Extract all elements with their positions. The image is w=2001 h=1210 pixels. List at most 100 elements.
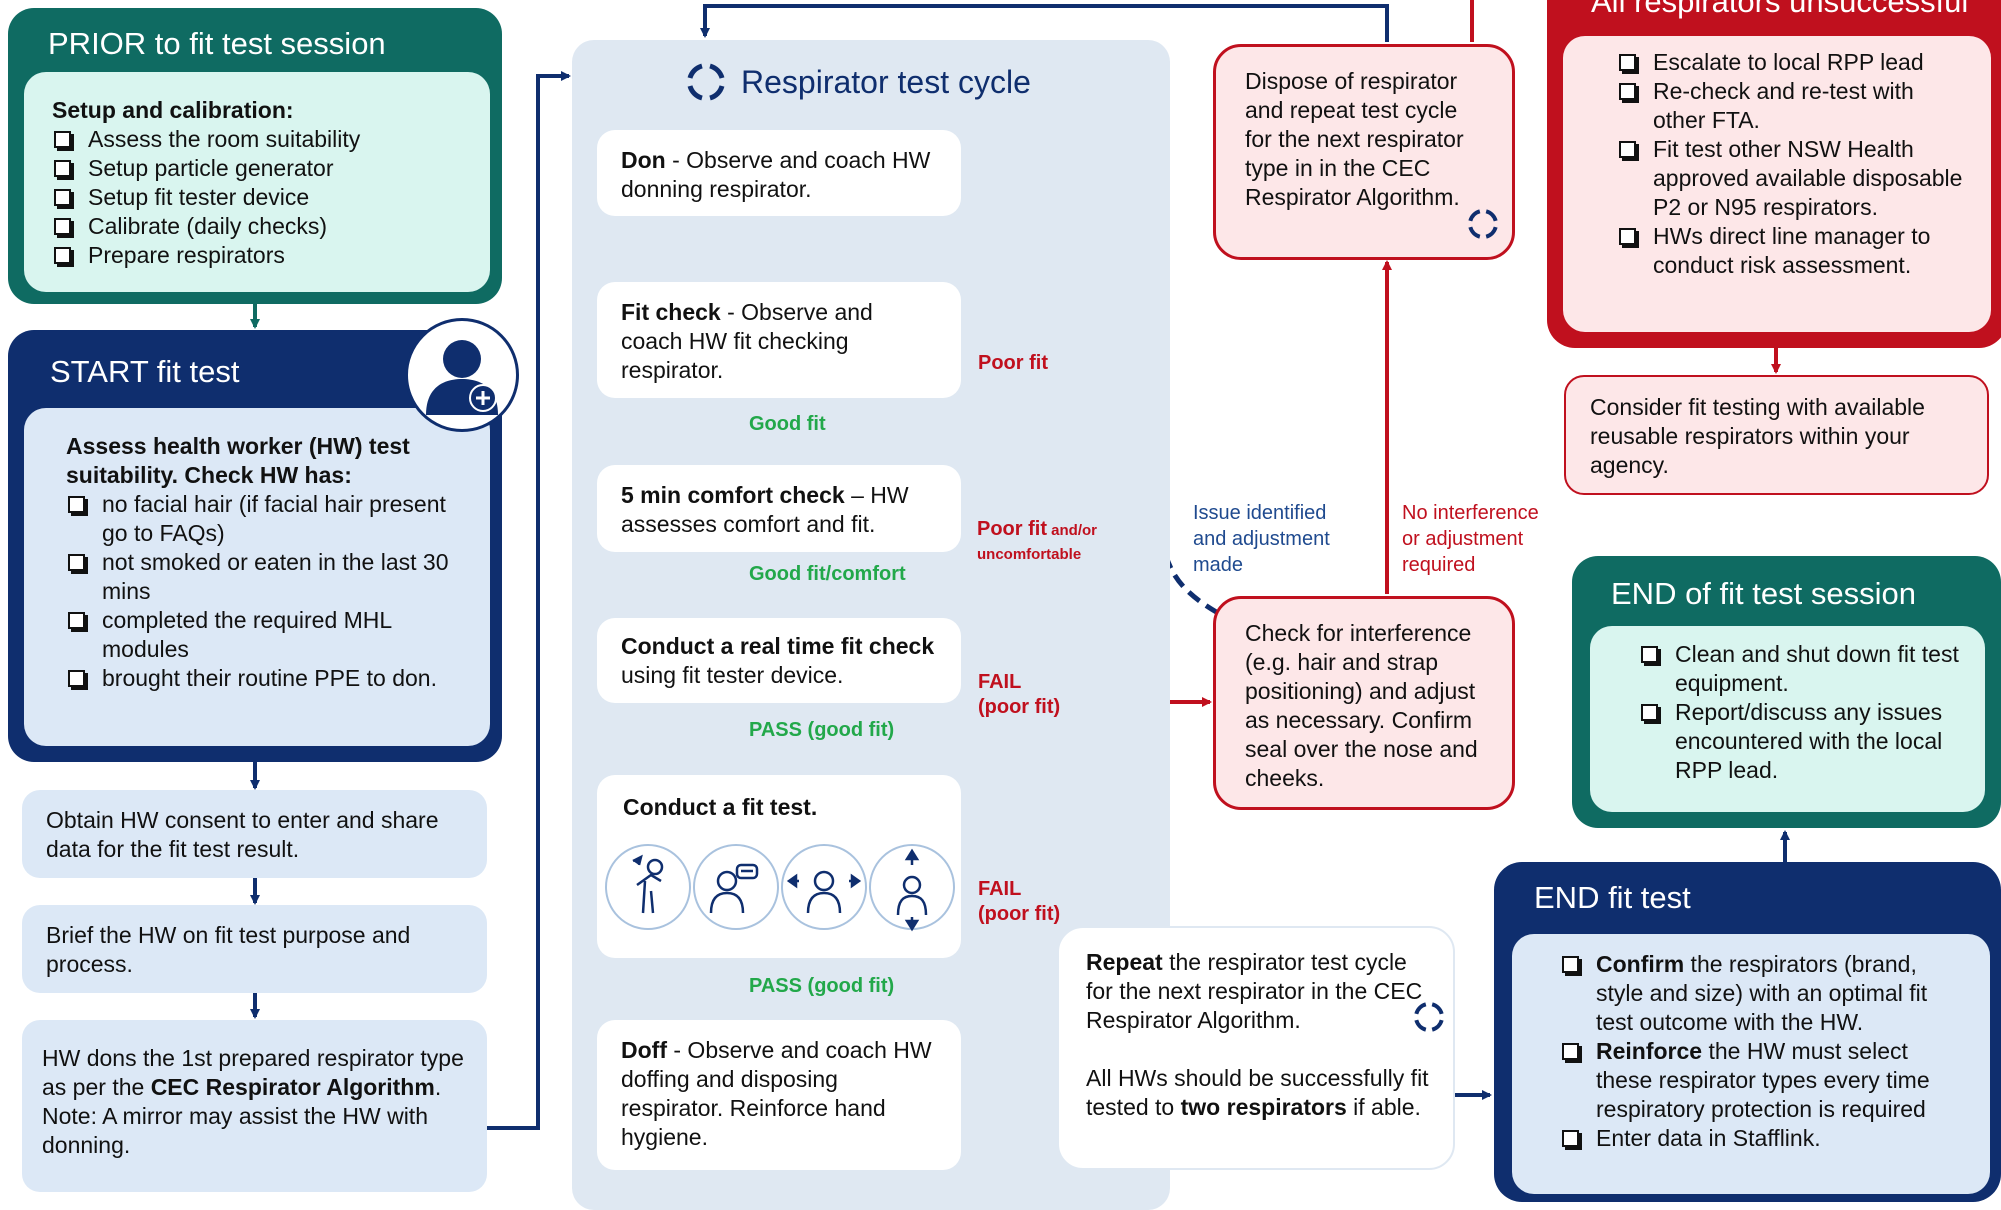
prior-subtitle: Setup and calibration: [52,97,294,123]
end-fit-inner: Confirm the respirators (brand, style an… [1512,934,1990,1194]
label-good-fit: Good fit [749,413,826,435]
checklist-item: not smoked or eaten in the last 30 mins [66,548,460,606]
realtime-bold: Conduct a real time fit check [621,633,935,659]
dons-text-post: . Note: A mirror may assist the HW with … [42,1074,442,1158]
checklist-item: Setup particle generator [52,154,462,183]
checklist-item: Reinforce the HW must select these respi… [1560,1037,1970,1124]
checklist-item: Calibrate (daily checks) [52,212,462,241]
dons-box: HW dons the 1st prepared respirator type… [22,1020,487,1192]
confirm-text: the respirators (brand, style and size) … [1596,951,1928,1035]
unsuccessful-checklist: Escalate to local RPP lead Re-check and … [1617,48,1967,280]
label-pass-1: PASS (good fit) [749,719,895,741]
label-issue-identified: Issue identified and adjustment made [1193,502,1330,576]
start-heading: Assess health worker (HW) test suitabili… [66,433,410,488]
doff-box: Doff - Observe and coach HW doffing and … [597,1020,961,1170]
checklist-item: brought their routine PPE to don. [66,664,460,693]
repeat-bold: Repeat [1086,949,1163,975]
checklist-item: Prepare respirators [52,241,462,270]
unsuccessful-title: All respirators unsuccessful [1591,0,1969,19]
checklist-item: Re-check and re-test with other FTA. [1617,77,1967,135]
and-or-text: and/or [1047,522,1098,539]
label-no-interference: No interference or adjustment required [1402,502,1539,576]
reinforce-bold: Reinforce [1596,1038,1703,1064]
end-fit-title: END fit test [1534,880,1691,915]
prior-checklist: Assess the room suitability Setup partic… [52,125,462,270]
consent-text: Obtain HW consent to enter and share dat… [46,807,439,862]
unsuccessful-inner: Escalate to local RPP lead Re-check and … [1563,36,1991,332]
checklist-item: Escalate to local RPP lead [1617,48,1967,77]
checklist-item: Confirm the respirators (brand, style an… [1560,950,1970,1037]
label-fail-1: FAIL(poor fit) [978,670,1060,720]
doff-text: - Observe and coach HW doffing and dispo… [621,1037,932,1150]
uncomfortable-text: uncomfortable [977,546,1082,563]
checklist-item: Report/discuss any issues encountered wi… [1639,698,1965,785]
repeat-line-1: Repeat the respirator test cycle for the… [1086,948,1429,1035]
repeat-text-2b: if able. [1346,1094,1421,1120]
poor-fit-paren: (poor fit) [978,696,1061,718]
consider-text: Consider fit testing with available reus… [1590,394,1925,478]
end-session-title: END of fit test session [1611,576,1916,611]
checklist-item: HWs direct line manager to conduct risk … [1617,222,1967,280]
comfort-bold: 5 min comfort check [621,482,845,508]
realtime-text: using fit tester device. [621,662,844,688]
realtime-box: Conduct a real time fit check using fit … [597,618,961,703]
doff-bold: Doff [621,1037,667,1063]
prior-inner: Setup and calibration: Assess the room s… [24,72,490,292]
start-inner: Assess health worker (HW) test suitabili… [24,408,490,746]
arrow-dispose-loop [700,4,1389,42]
poor-fit-text: Poor fit [977,518,1047,540]
confirm-bold: Confirm [1596,951,1685,977]
end-session-inner: Clean and shut down fit test equipment. … [1590,626,1985,812]
label-poor-fit: Poor fit [978,352,1048,374]
cycle-icon [682,58,730,106]
end-fit-checklist: Confirm the respirators (brand, style an… [1560,950,1970,1153]
comfort-text: – HW assesses comfort and fit. [621,482,909,537]
repeat-bold-2: two respirators [1180,1094,1347,1120]
add-user-icon [405,318,519,432]
dons-bold: CEC Respirator Algorithm [150,1074,435,1100]
brief-text: Brief the HW on fit test purpose and pro… [46,922,411,977]
fittest-box: Conduct a fit test. [597,775,961,958]
checklist-item: Setup fit tester device [52,183,462,212]
don-bold: Don [621,147,666,173]
label-pass-2: PASS (good fit) [749,975,895,997]
fail-text: FAIL [978,878,1022,900]
repeat-text-2a: All HWs should be successfully fit teste… [1086,1065,1429,1120]
cycle-small-icon [1414,1002,1444,1032]
checklist-item: Clean and shut down fit test equipment. [1639,640,1965,698]
dons-text: HW dons the 1st prepared respirator type… [42,1045,464,1100]
prior-panel: PRIOR to fit test session Setup and cali… [8,8,502,304]
interference-box: Check for interference (e.g. hair and st… [1213,596,1515,810]
fitcheck-box: Fit check - Observe and coach HW fit che… [597,282,961,398]
brief-box: Brief the HW on fit test purpose and pro… [22,905,487,993]
consent-box: Obtain HW consent to enter and share dat… [22,790,487,878]
poor-fit-paren: (poor fit) [978,903,1061,925]
repeat-box: Repeat the respirator test cycle for the… [1057,926,1455,1170]
label-fail-2: FAIL (poor fit) [978,877,1060,927]
prior-title: PRIOR to fit test session [48,26,386,61]
checklist-item: Fit test other NSW Health approved avail… [1617,135,1967,222]
fittest-text: Conduct a fit test. [623,794,818,820]
don-box: Don - Observe and coach HW donning respi… [597,130,961,216]
arrow-dons-cycle [487,71,571,1130]
start-title: START fit test [50,354,240,389]
consider-box: Consider fit testing with available reus… [1564,375,1989,495]
comfort-box: 5 min comfort check – HW assesses comfor… [597,465,961,552]
end-session-checklist: Clean and shut down fit test equipment. … [1639,640,1965,785]
start-checklist: no facial hair (if facial hair present g… [66,490,460,693]
cycle-title: Respirator test cycle [741,64,1031,100]
end-fit-panel: END fit test Confirm the respirators (br… [1494,862,2001,1202]
exercise-icons [603,841,955,933]
checklist-item: completed the required MHL modules [66,606,460,664]
unsuccessful-panel: All respirators unsuccessful Escalate to… [1547,0,2001,348]
don-text: - Observe and coach HW donning respirato… [621,147,931,202]
cycle-small-icon [1468,209,1498,239]
label-good-fit-comfort: Good fit/comfort [749,563,906,585]
fitcheck-bold: Fit check [621,299,721,325]
end-session-panel: END of fit test session Clean and shut d… [1572,556,2001,828]
checklist-item: Enter data in Stafflink. [1560,1124,1970,1153]
label-poor-fit-uncomfortable: Poor fit and/or uncomfortable [977,518,1097,566]
checklist-item: Assess the room suitability [52,125,462,154]
interference-text: Check for interference (e.g. hair and st… [1245,620,1478,791]
repeat-line-2: All HWs should be successfully fit teste… [1086,1064,1429,1122]
